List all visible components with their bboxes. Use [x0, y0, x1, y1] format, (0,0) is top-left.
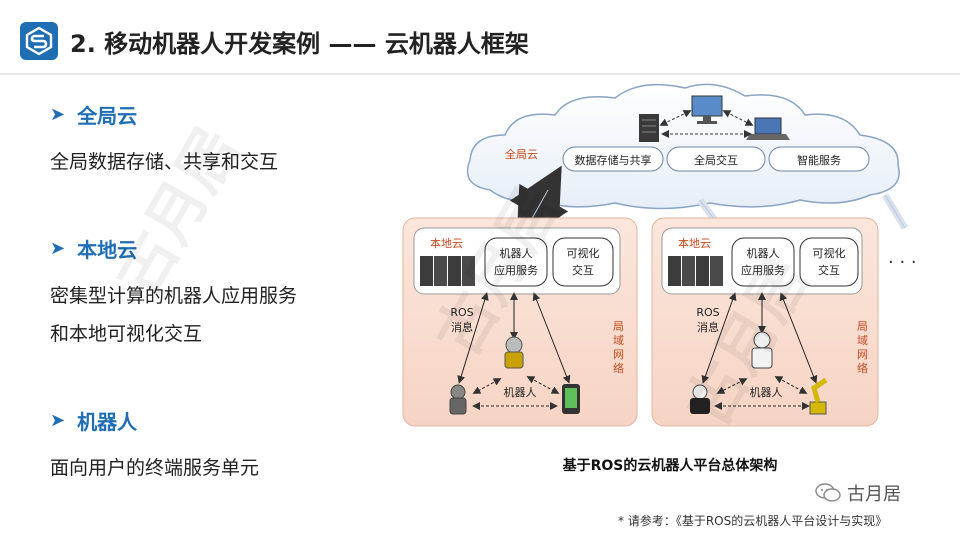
laptop-icon	[746, 117, 790, 140]
global-box-label: 全局交互	[694, 153, 738, 167]
footnote: * 请参考：《基于ROS的云机器人平台设计与实现》	[618, 514, 888, 528]
app-service-line: 机器人	[747, 246, 780, 260]
robot-label: 机器人	[750, 385, 783, 399]
wechat-name: 古月居	[847, 484, 901, 505]
section-desc: 全局数据存储、共享和交互	[50, 151, 279, 173]
ros-label: 消息	[451, 320, 473, 334]
section-title: 全局云	[77, 104, 138, 128]
local-cloud-2: 本地云 机器人 应用服务 可视化 交互 ROS 消息 局 域 网 络	[651, 217, 879, 427]
local-cloud-label: 本地云	[678, 236, 711, 250]
local-cloud-1: 本地云 机器人 应用服务 可视化 交互 ROS 消息 局 域 网 络	[402, 217, 638, 427]
section-local-cloud: ➤ 本地云 密集型计算的机器人应用服务 和本地可视化交互	[50, 234, 297, 353]
section-title: 机器人	[77, 410, 138, 434]
global-cloud: 全局云 数据存储与共享 全局交互 智能服务	[466, 83, 900, 210]
global-cloud-label: 全局云	[505, 147, 538, 161]
ellipsis: · · ·	[888, 252, 917, 273]
section-global-cloud: ➤ 全局云 全局数据存储、共享和交互	[50, 100, 278, 181]
app-service-line: 应用服务	[494, 263, 538, 277]
lan-label: 络	[613, 361, 624, 375]
section-desc: 密集型计算的机器人应用服务 和本地可视化交互	[50, 277, 297, 353]
lan-label: 网	[613, 348, 624, 361]
vis-line: 可视化	[567, 246, 600, 260]
robot-arm-icon	[809, 377, 828, 415]
chevron-right-icon: ➤	[50, 103, 66, 125]
section-robot: ➤ 机器人 面向用户的终端服务单元	[50, 406, 259, 487]
local-cloud-label: 本地云	[430, 236, 463, 250]
robot-icon	[690, 384, 710, 414]
app-service-line: 应用服务	[741, 263, 785, 277]
diagram-caption: 基于ROS的云机器人平台总体架构	[562, 458, 778, 474]
vis-line: 交互	[818, 263, 840, 277]
lan-label: 域	[613, 334, 624, 347]
section-desc-line: 密集型计算的机器人应用服务	[50, 285, 298, 307]
robot-icon	[504, 336, 524, 369]
lan-label: 局	[613, 320, 624, 333]
vis-line: 可视化	[813, 246, 846, 260]
global-box-label: 智能服务	[797, 153, 841, 167]
phone-icon	[562, 384, 580, 414]
section-title: 本地云	[77, 238, 138, 262]
robot-icon	[751, 331, 773, 369]
app-service-line: 机器人	[500, 246, 533, 260]
global-box-label: 数据存储与共享	[575, 153, 652, 167]
lan-label: 域	[857, 334, 868, 347]
chevron-right-icon: ➤	[50, 237, 66, 259]
lan-label: 网	[857, 348, 868, 361]
vis-line: 交互	[572, 263, 594, 277]
lan-label: 局	[857, 320, 868, 333]
header-divider	[0, 73, 960, 75]
server-icon	[639, 114, 659, 142]
robot-icon	[449, 384, 467, 415]
ros-label: 消息	[697, 320, 719, 334]
section-desc: 面向用户的终端服务单元	[50, 457, 260, 479]
wechat-brand: 古月居	[815, 480, 901, 506]
chevron-right-icon: ➤	[50, 409, 66, 431]
desktop-icon	[691, 95, 723, 124]
ros-label: ROS	[696, 306, 719, 319]
server-rack-icon	[668, 256, 723, 286]
ros-label: ROS	[450, 306, 473, 319]
robot-label: 机器人	[504, 385, 537, 399]
page-title: 2. 移动机器人开发案例 —— 云机器人框架	[70, 30, 529, 58]
lan-label: 络	[857, 361, 868, 375]
header: 2. 移动机器人开发案例 —— 云机器人框架	[0, 0, 960, 80]
cloud-link-arrows	[509, 165, 908, 247]
wechat-icon	[815, 483, 841, 502]
section-desc-line: 和本地可视化交互	[50, 323, 203, 345]
logo-icon	[20, 22, 58, 60]
server-rack-icon	[420, 256, 475, 286]
